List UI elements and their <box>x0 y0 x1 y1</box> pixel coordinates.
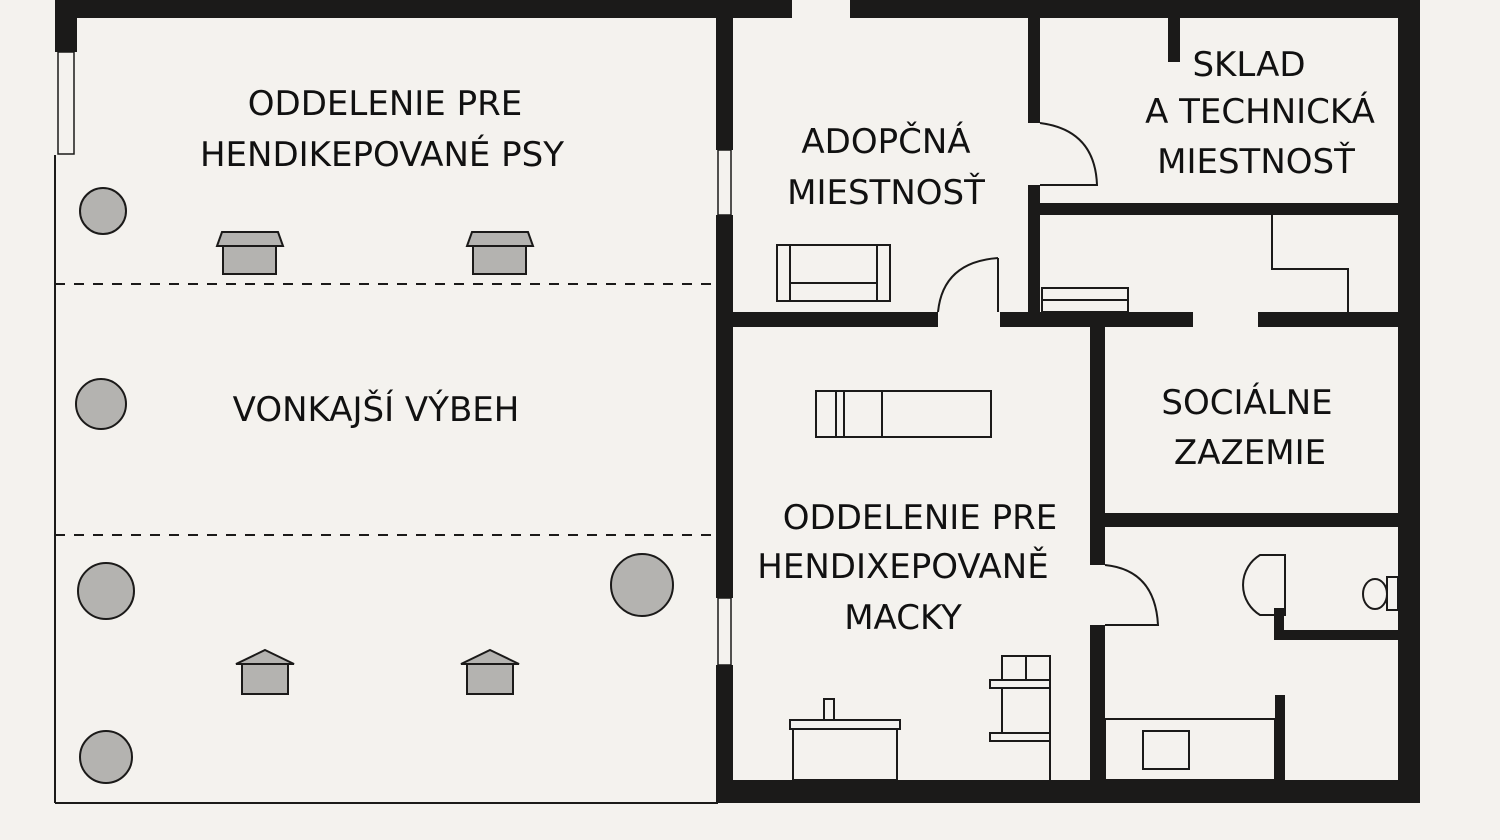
dog-house-icon <box>460 648 520 695</box>
label-dogs-line1: ODDELENIE PRE <box>248 84 522 124</box>
toilet-icon <box>1362 576 1399 611</box>
shelf <box>1041 287 1129 313</box>
furniture <box>776 215 1399 781</box>
label-adoption-line1: ADOPČNÁ <box>801 121 970 162</box>
label-dogs-line2: HENDIKEPOVANÉ PSY <box>200 134 564 175</box>
dog-house-icon <box>465 231 535 275</box>
door-social <box>1104 564 1160 626</box>
window <box>57 51 75 155</box>
trees <box>75 187 674 784</box>
tree-icon <box>79 730 133 784</box>
walls <box>55 0 1420 803</box>
dog-houses <box>215 231 535 695</box>
sink-counter <box>789 698 901 781</box>
label-social-line2: ZAZEMIE <box>1174 433 1326 473</box>
label-storage-line1: SKLAD <box>1192 45 1305 85</box>
label-yard: VONKAJŠÍ VÝBEH <box>233 389 520 430</box>
cage-rack <box>989 655 1051 780</box>
door-adoption <box>937 257 999 313</box>
tree-icon <box>610 553 674 617</box>
door-storage <box>1039 122 1099 186</box>
outdoor-area <box>54 155 718 804</box>
tree-icon <box>79 187 127 235</box>
sofa <box>776 244 891 302</box>
label-social-line1: SOCIÁLNE <box>1161 382 1332 423</box>
dog-house-icon <box>215 231 285 275</box>
dog-house-icon <box>235 648 295 695</box>
tree-icon <box>77 562 135 620</box>
cabinet <box>1271 215 1349 312</box>
label-cats-line1: ODDELENIE PRE <box>783 498 1057 538</box>
exam-table <box>815 390 992 438</box>
label-adoption-line2: MIESTNOSŤ <box>787 172 985 213</box>
desk <box>1104 718 1276 781</box>
doors <box>937 122 1160 626</box>
label-cats-line2: HENDIXEPOVANĚ <box>757 546 1048 587</box>
shower <box>1242 554 1286 616</box>
label-cats-line3: MACKY <box>844 598 962 638</box>
label-storage-line2: A TECHNICKÁ <box>1145 91 1375 132</box>
room-labels: ODDELENIE PRE HENDIKEPOVANÉ PSY VONKAJŠÍ… <box>200 45 1375 638</box>
label-storage-line3: MIESTNOSŤ <box>1157 141 1355 182</box>
tree-icon <box>75 378 127 430</box>
